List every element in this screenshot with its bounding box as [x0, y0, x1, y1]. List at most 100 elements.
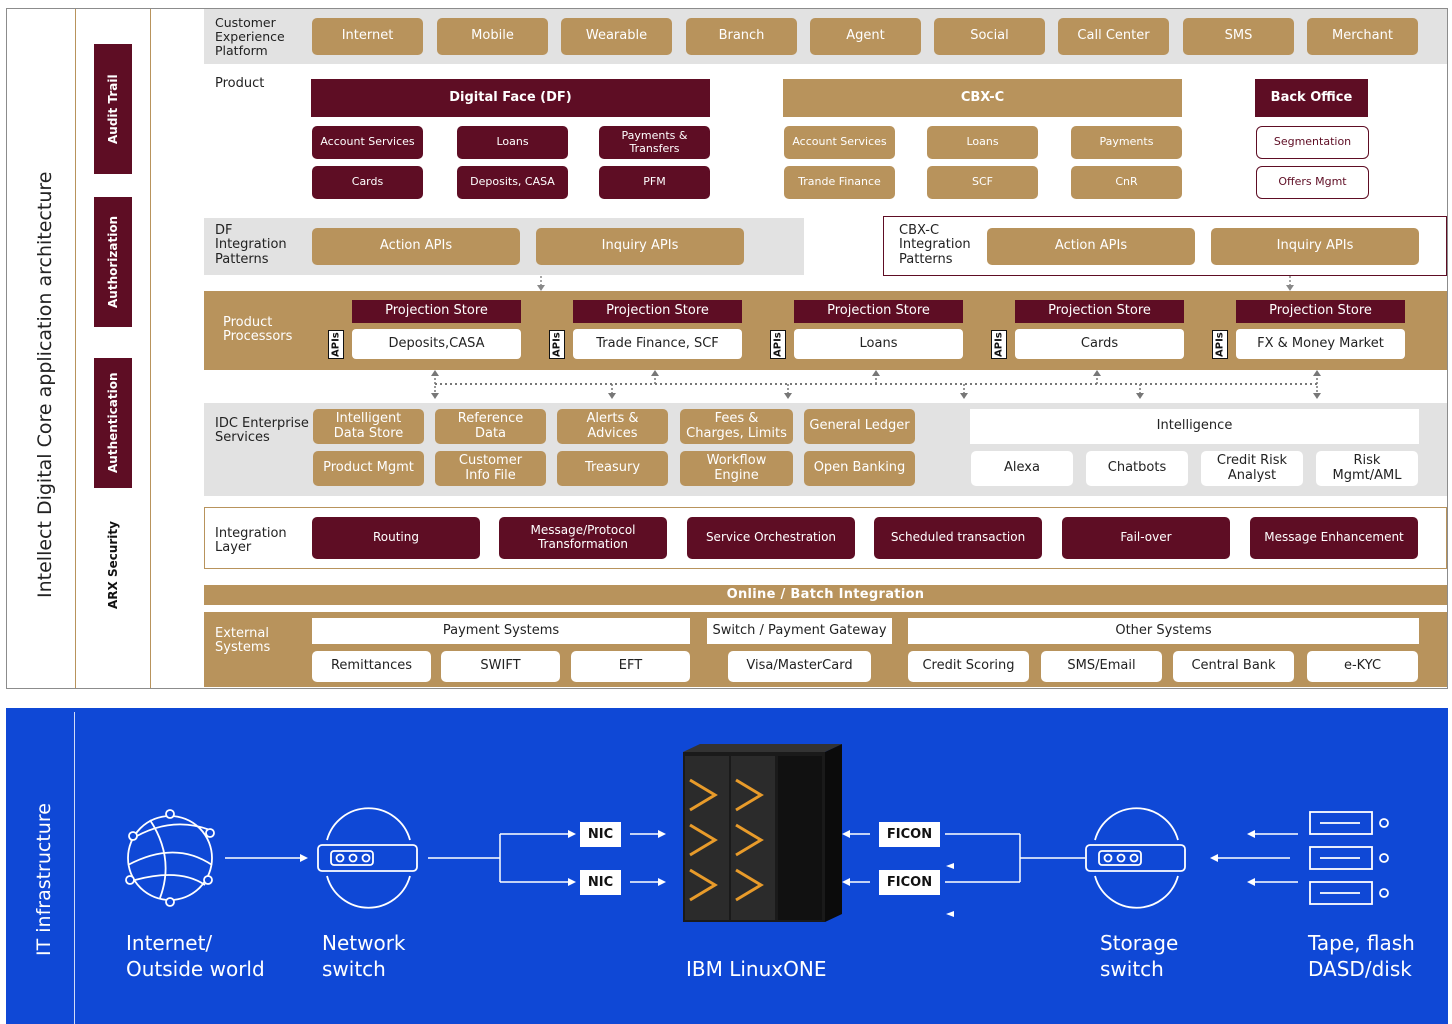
- es-general-ledger: General Ledger: [804, 409, 915, 444]
- product-label: Product: [215, 76, 265, 91]
- es-fees-charges-limits: Fees & Charges, Limits: [680, 409, 793, 444]
- df-header: Digital Face (DF): [311, 79, 710, 117]
- network-switch-icon: [317, 807, 418, 909]
- product-processors-label: Product Processors: [223, 315, 293, 345]
- ext-remittances: Remittances: [312, 651, 431, 682]
- integration-layer-label: Integration Layer: [215, 526, 287, 556]
- channel-call-center: Call Center: [1058, 18, 1169, 55]
- il-message-protocol: Message/Protocol Transformation: [499, 517, 667, 559]
- security-column: [75, 9, 151, 688]
- channel-sms: SMS: [1183, 18, 1294, 55]
- cbxc-account-services: Account Services: [784, 126, 895, 159]
- cbxc-integration-label: CBX-C Integration Patterns: [899, 223, 971, 267]
- processor-fx-money-market: FX & Money Market: [1236, 329, 1405, 359]
- ext-sms-email: SMS/Email: [1041, 651, 1162, 682]
- processor-trade-finance-scf: Trade Finance, SCF: [573, 329, 742, 359]
- node-storage-switch: Storage switch: [1100, 931, 1179, 981]
- cbxc-trade-finance: Trande Finance: [784, 166, 895, 199]
- online-batch-bar: Online / Batch Integration: [204, 585, 1447, 605]
- it-infra-diagram: [125, 744, 1389, 922]
- nic-tag-1: NIC: [580, 822, 621, 847]
- ext-swift: SWIFT: [441, 651, 560, 682]
- es-reference-data: Reference Data: [435, 409, 546, 444]
- df-deposits-casa: Deposits, CASA: [457, 166, 568, 199]
- intelligence-credit-risk: Credit Risk Analyst: [1201, 451, 1303, 486]
- ext-central-bank: Central Bank: [1173, 651, 1294, 682]
- es-product-mgmt: Product Mgmt: [313, 451, 424, 486]
- cx-platform-label: Customer Experience Platform: [215, 15, 285, 58]
- es-customer-info-file: Customer Info File: [435, 451, 546, 486]
- channel-merchant: Merchant: [1307, 18, 1418, 55]
- es-open-banking: Open Banking: [804, 451, 915, 486]
- es-intelligent-data-store: Intelligent Data Store: [313, 409, 424, 444]
- es-workflow-engine: Workflow Engine: [680, 451, 793, 486]
- il-scheduled-transaction: Scheduled transaction: [874, 517, 1042, 559]
- back-office-offers-mgmt: Offers Mgmt: [1256, 166, 1369, 199]
- cbxc-scf: SCF: [927, 166, 1038, 199]
- es-treasury: Treasury: [557, 451, 668, 486]
- processor-bus-connectors: [431, 370, 1321, 399]
- ficon-tag-2: FICON: [879, 870, 940, 895]
- df-cards: Cards: [312, 166, 423, 199]
- ext-switch-gateway: Switch / Payment Gateway: [707, 618, 892, 644]
- intelligence-alexa: Alexa: [971, 451, 1073, 486]
- ficon-tag-1: FICON: [879, 822, 940, 847]
- back-office-header: Back Office: [1255, 79, 1368, 117]
- il-fail-over: Fail-over: [1062, 517, 1230, 559]
- df-loans: Loans: [457, 126, 568, 159]
- node-internet: Internet/ Outside world: [126, 931, 265, 981]
- cbxc-payments: Payments: [1071, 126, 1182, 159]
- node-network-switch: Network switch: [322, 931, 406, 981]
- enterprise-services-label: IDC Enterprise Services: [215, 416, 309, 446]
- processor-cards: Cards: [1015, 329, 1184, 359]
- il-routing: Routing: [312, 517, 480, 559]
- arx-security-label: ARX Security: [106, 521, 120, 609]
- projection-store-1: Projection Store: [352, 300, 521, 323]
- ext-eft: EFT: [571, 651, 690, 682]
- il-service-orchestration: Service Orchestration: [687, 517, 855, 559]
- linuxone-server-icon: [683, 744, 842, 922]
- df-action-apis: Action APIs: [312, 228, 520, 265]
- node-linuxone: IBM LinuxONE: [686, 957, 827, 981]
- df-pfm: PFM: [599, 166, 710, 199]
- cbxc-inquiry-apis: Inquiry APIs: [1211, 228, 1419, 265]
- node-tape-disk: Tape, flash DASD/disk: [1308, 931, 1415, 981]
- df-account-services: Account Services: [312, 126, 423, 159]
- ext-other-systems: Other Systems: [908, 618, 1419, 644]
- intelligence-risk-aml: Risk Mgmt/AML: [1316, 451, 1418, 486]
- df-payments-transfers: Payments & Transfers: [599, 126, 710, 159]
- storage-switch-icon: [1085, 807, 1186, 909]
- df-inquiry-apis: Inquiry APIs: [536, 228, 744, 265]
- projection-store-2: Projection Store: [573, 300, 742, 323]
- globe-icon: [125, 809, 215, 907]
- channel-agent: Agent: [810, 18, 921, 55]
- il-message-enhancement: Message Enhancement: [1250, 517, 1418, 559]
- projection-store-5: Projection Store: [1236, 300, 1405, 323]
- cbxc-action-apis: Action APIs: [987, 228, 1195, 265]
- integration-connectors: [537, 276, 1294, 291]
- es-alerts-advices: Alerts & Advices: [557, 409, 668, 444]
- ext-visa-mastercard: Visa/MasterCard: [728, 651, 871, 682]
- channel-social: Social: [934, 18, 1045, 55]
- cbxc-cnr: CnR: [1071, 166, 1182, 199]
- cbxc-header: CBX-C: [783, 79, 1182, 117]
- channel-internet: Internet: [312, 18, 423, 55]
- it-infra-divider: [74, 712, 75, 1024]
- ext-ekyc: e-KYC: [1307, 651, 1418, 682]
- processor-deposits-casa: Deposits,CASA: [352, 329, 521, 359]
- projection-store-4: Projection Store: [1015, 300, 1184, 323]
- processor-loans: Loans: [794, 329, 963, 359]
- cbxc-loans: Loans: [927, 126, 1038, 159]
- channel-branch: Branch: [686, 18, 797, 55]
- back-office-segmentation: Segmentation: [1256, 126, 1369, 159]
- external-systems-label: External Systems: [215, 626, 271, 656]
- ext-credit-scoring: Credit Scoring: [908, 651, 1029, 682]
- intelligence-header: Intelligence: [970, 409, 1419, 444]
- channel-mobile: Mobile: [437, 18, 548, 55]
- df-integration-label: DF Integration Patterns: [215, 223, 287, 267]
- storage-stack-icon: [1309, 811, 1389, 905]
- intelligence-chatbots: Chatbots: [1086, 451, 1188, 486]
- projection-store-3: Projection Store: [794, 300, 963, 323]
- ext-payment-systems: Payment Systems: [312, 618, 690, 644]
- nic-tag-2: NIC: [580, 870, 621, 895]
